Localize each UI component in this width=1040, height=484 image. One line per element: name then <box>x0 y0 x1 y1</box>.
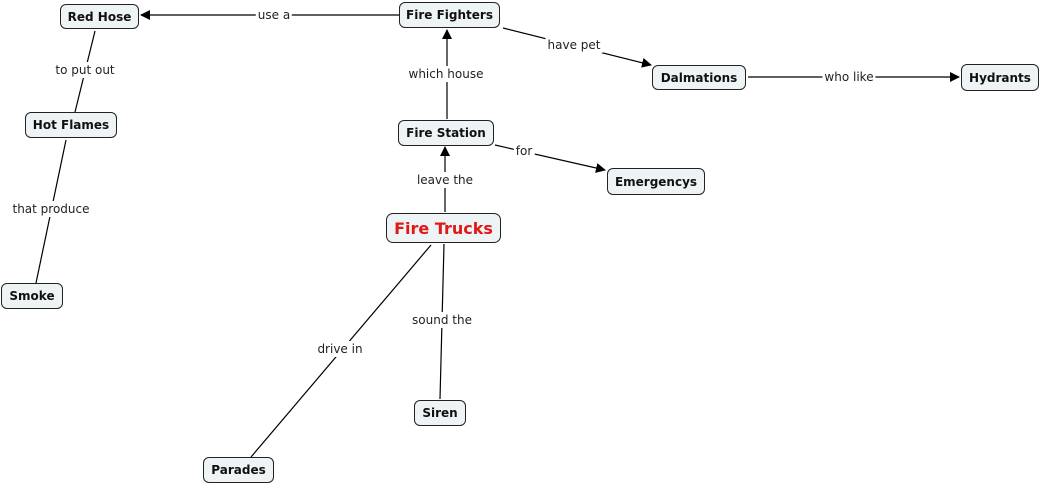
node-hydrants[interactable]: Hydrants <box>961 64 1039 91</box>
node-fire-station[interactable]: Fire Station <box>398 120 494 146</box>
link-label-which-house: which house <box>406 66 486 82</box>
link-label-that-produce: that produce <box>10 201 92 217</box>
node-parades[interactable]: Parades <box>203 457 274 483</box>
link-label-drive-in: drive in <box>315 341 365 357</box>
node-fire-trucks[interactable]: Fire Trucks <box>386 213 501 243</box>
link-fire-station-to-emergencys <box>494 144 606 173</box>
node-fire-fighters[interactable]: Fire Fighters <box>399 2 500 28</box>
link-label-have-pet: have pet <box>545 37 603 53</box>
node-hot-flames[interactable]: Hot Flames <box>25 112 117 138</box>
link-label-for: for <box>513 143 535 159</box>
link-label-who-like: who like <box>822 69 876 85</box>
link-label-leave-the: leave the <box>414 172 476 188</box>
node-emergencys[interactable]: Emergencys <box>607 168 705 195</box>
node-dalmations[interactable]: Dalmations <box>652 65 746 90</box>
link-label-sound-the: sound the <box>410 312 474 328</box>
link-label-use-a: use a <box>255 7 293 23</box>
node-red-hose[interactable]: Red Hose <box>60 4 139 29</box>
link-label-to-put-out: to put out <box>53 62 117 78</box>
node-smoke[interactable]: Smoke <box>1 283 63 309</box>
node-siren[interactable]: Siren <box>414 400 466 426</box>
